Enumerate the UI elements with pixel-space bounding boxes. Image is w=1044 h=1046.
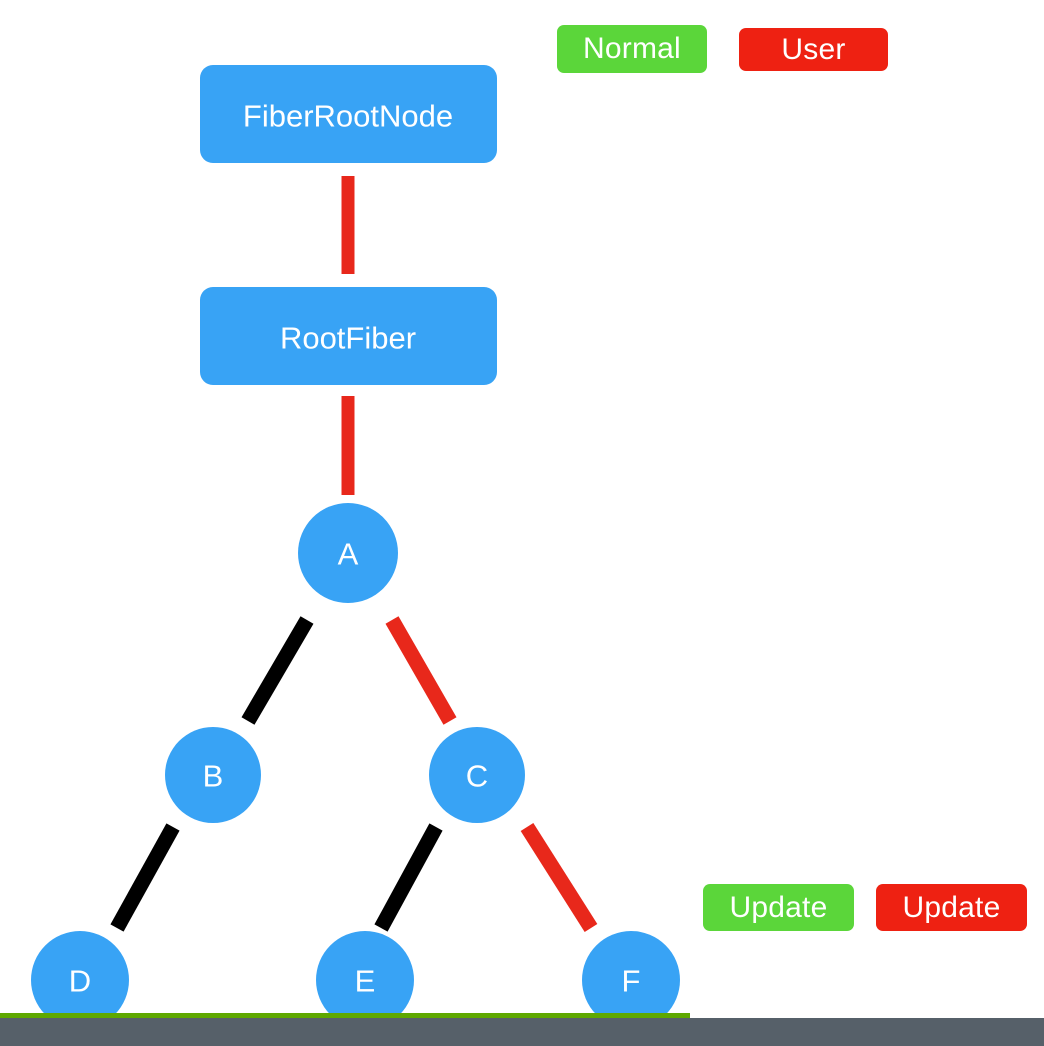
node-b[interactable]: B: [165, 727, 261, 823]
node-fiber-root-node-label: FiberRootNode: [243, 99, 453, 134]
node-b-label: B: [203, 759, 224, 794]
edge-c-f: [520, 822, 598, 933]
edge-layer: [110, 176, 598, 933]
node-a[interactable]: A: [298, 503, 398, 603]
ground-bar: [0, 1018, 1044, 1046]
edge-c-e: [374, 823, 443, 932]
node-a-label: A: [338, 537, 359, 572]
edge-b-d: [110, 823, 180, 932]
update-badge-normal[interactable]: Update: [703, 884, 854, 931]
node-d-label: D: [69, 964, 91, 999]
node-c[interactable]: C: [429, 727, 525, 823]
node-layer: FiberRootNode RootFiber A B C D: [31, 65, 680, 1029]
node-c-label: C: [466, 759, 488, 794]
node-e-label: E: [355, 964, 376, 999]
node-root-fiber[interactable]: RootFiber: [200, 287, 497, 385]
node-d[interactable]: D: [31, 931, 129, 1029]
node-e[interactable]: E: [316, 931, 414, 1029]
ground-line: [0, 1013, 690, 1018]
node-fiber-root-node[interactable]: FiberRootNode: [200, 65, 497, 163]
legend-badge-normal[interactable]: Normal: [557, 25, 707, 73]
node-root-fiber-label: RootFiber: [280, 321, 416, 356]
node-f-label: F: [622, 964, 641, 999]
legend-badge-user[interactable]: User: [739, 28, 888, 71]
update-badge-user[interactable]: Update: [876, 884, 1027, 931]
edge-a-b: [241, 616, 314, 725]
edge-a-c: [385, 616, 457, 725]
node-f[interactable]: F: [582, 931, 680, 1029]
